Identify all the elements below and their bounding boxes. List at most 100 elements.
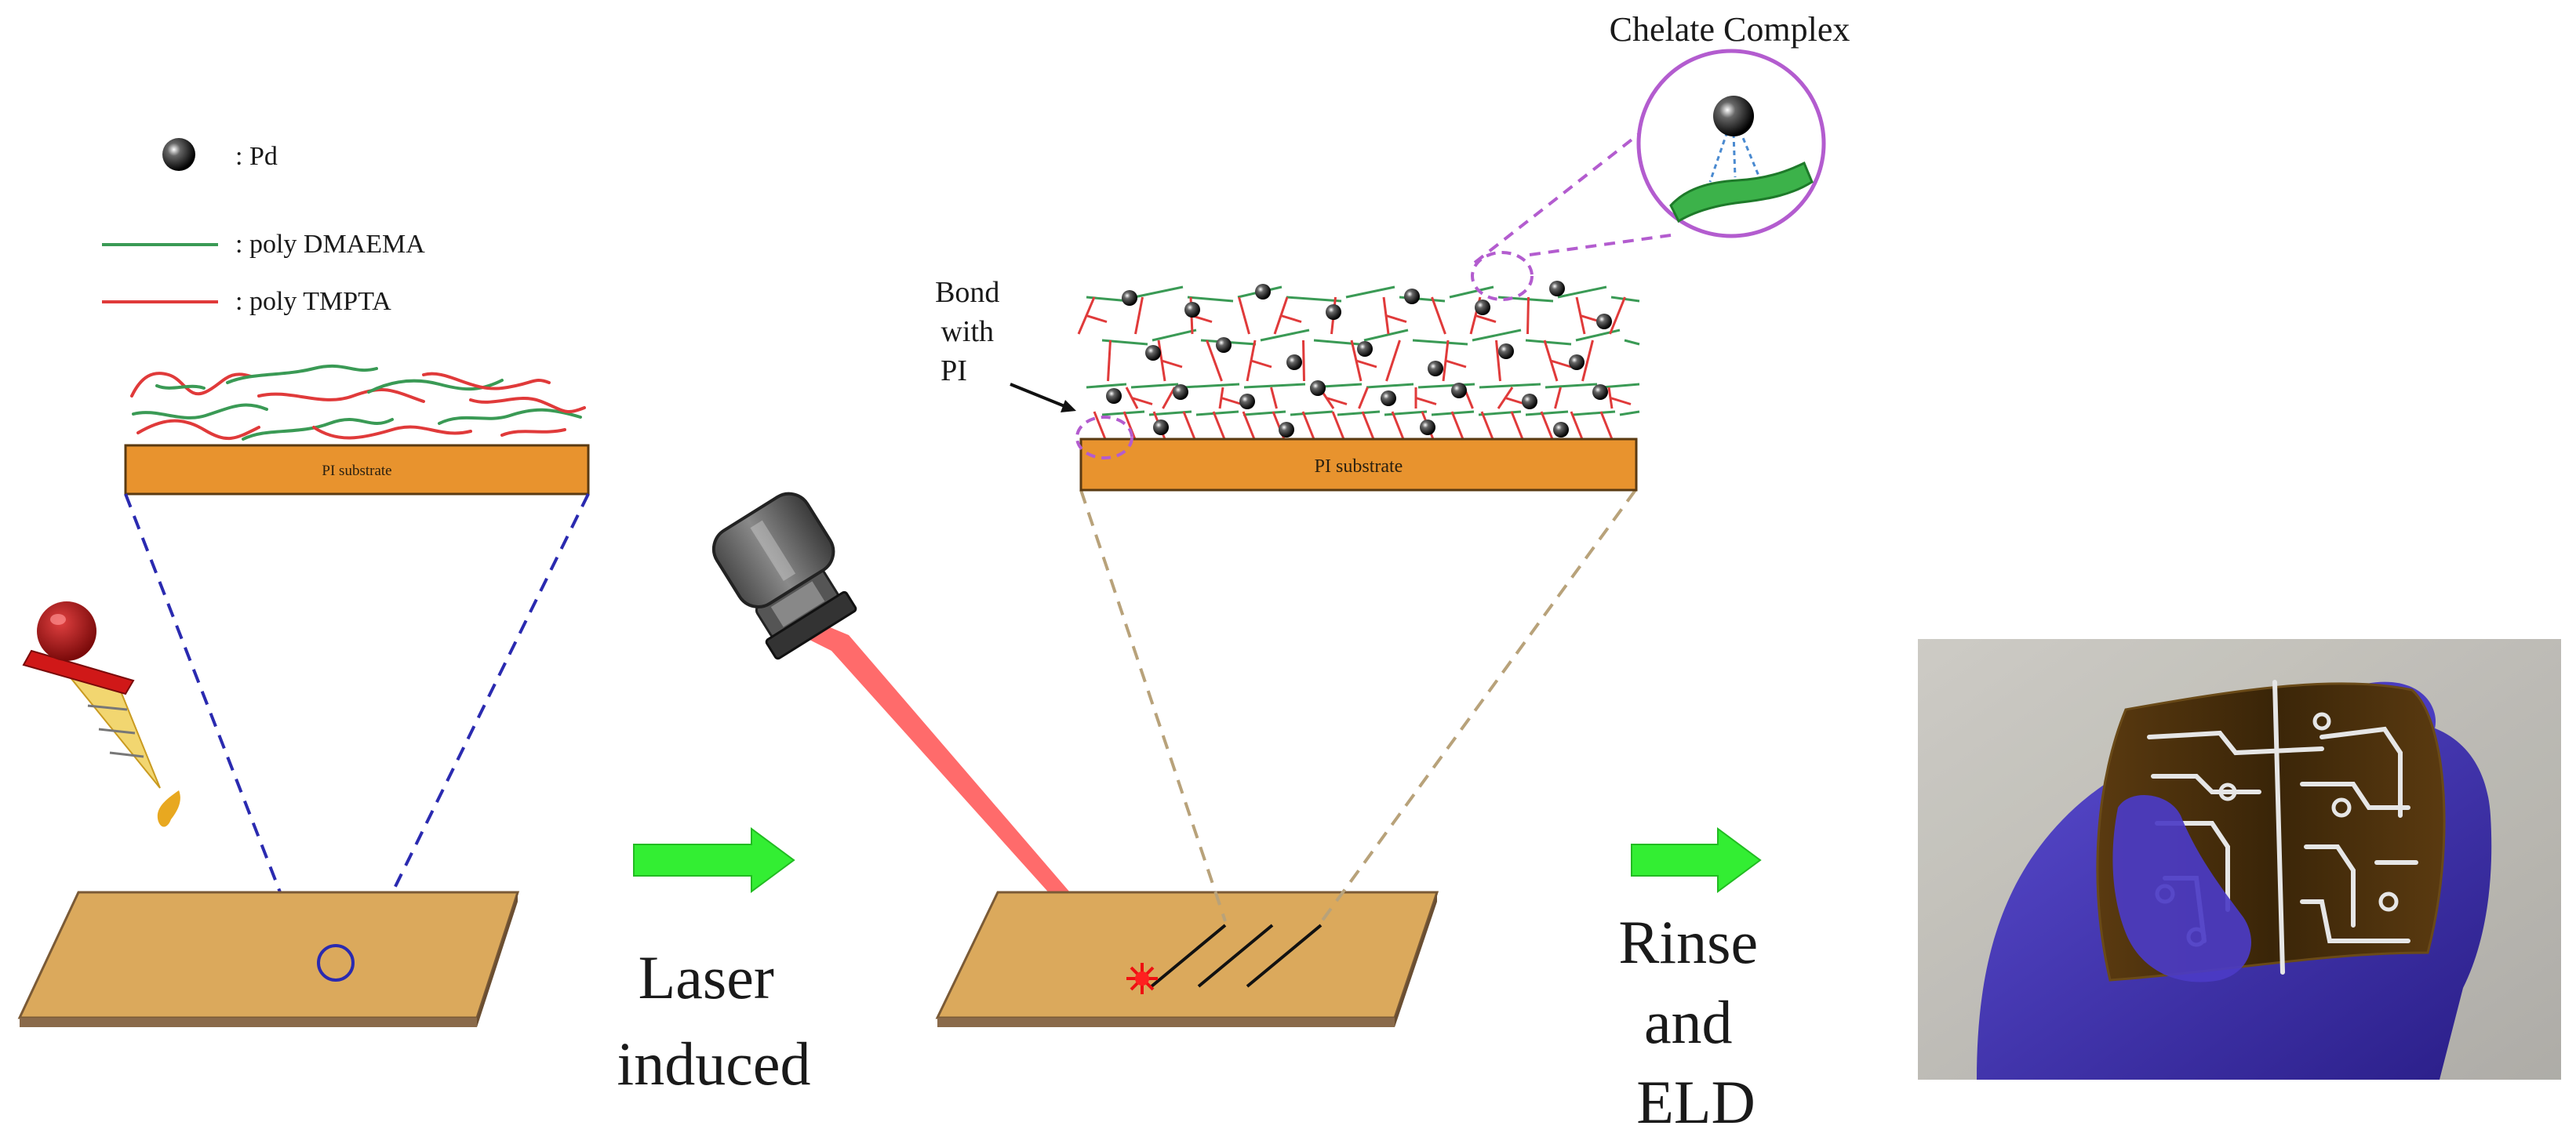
- dmaema-chain: [1101, 339, 1148, 346]
- dmaema-chain: [1624, 339, 1640, 346]
- tmpta-crosslink: [1554, 387, 1562, 409]
- tmpta-anchor: [1331, 411, 1345, 440]
- pd-particle-icon: [1153, 419, 1169, 435]
- center-zoom-panel: PI substrate Bond with PI Chelate Comple…: [935, 10, 1850, 492]
- tmpta-crosslink: [1162, 387, 1176, 409]
- bond-pointer-arrow: [1010, 383, 1069, 409]
- left-zoom-cone: [124, 493, 590, 950]
- bond-line2: with: [941, 315, 994, 348]
- drop-icon: [157, 790, 180, 827]
- dmaema-chain: [1101, 410, 1145, 416]
- tmpta-crosslink: [1385, 314, 1407, 323]
- tmpta-anchor: [1540, 411, 1554, 440]
- pd-particle-icon: [1596, 314, 1612, 329]
- dmaema-chain: [1187, 296, 1234, 303]
- dmaema-chain: [1086, 383, 1127, 389]
- chelate-highlight-ellipse: [1471, 251, 1534, 301]
- step2-line1: Rinse: [1618, 908, 1758, 976]
- tmpta-crosslink: [1445, 359, 1467, 369]
- polymer-network: [1077, 281, 1640, 440]
- left-polymer-chains: [130, 364, 586, 441]
- pd-particle-icon: [1428, 361, 1443, 376]
- dmaema-chain: [1478, 410, 1522, 416]
- tmpta-crosslink: [1358, 387, 1369, 409]
- tmpta-anchor: [1391, 411, 1405, 440]
- pd-particle-icon: [1239, 394, 1255, 409]
- center-zoom-cone: [1079, 488, 1637, 923]
- dmaema-chain: [1572, 410, 1616, 416]
- pd-particle-icon: [1106, 388, 1122, 404]
- right-pi-substrate-label: PI substrate: [1315, 456, 1403, 477]
- tmpta-anchor: [1093, 411, 1107, 440]
- pd-particle-icon: [1310, 380, 1326, 396]
- pd-particle-icon: [1404, 289, 1420, 304]
- dmaema-chain: [1417, 383, 1475, 389]
- pd-particle-icon: [1553, 422, 1569, 438]
- tmpta-crosslink: [1107, 340, 1112, 382]
- tmpta-crosslink: [1221, 397, 1243, 405]
- pd-particle-icon: [1173, 384, 1188, 400]
- bond-line1: Bond: [935, 276, 999, 309]
- tmpta-anchor: [1242, 411, 1256, 440]
- tmpta-anchor: [1450, 411, 1464, 440]
- dmaema-chain: [1366, 383, 1414, 389]
- tmpta-crosslink: [1355, 359, 1377, 369]
- laser-spot-icon: [1126, 963, 1158, 994]
- dmaema-chain: [1479, 383, 1541, 389]
- bond-pointer-head: [1061, 400, 1076, 412]
- dmaema-chain: [1619, 410, 1640, 416]
- tmpta-crosslink: [1270, 387, 1278, 409]
- pd-particle-icon: [1122, 290, 1137, 306]
- pd-particle-icon: [1279, 422, 1294, 438]
- pd-particle-icon: [1592, 384, 1608, 400]
- tmpta-anchor: [1599, 411, 1614, 440]
- legend: : Pd : poly DMAEMA : poly TMPTA: [102, 138, 425, 316]
- bond-highlight-ellipse: [1075, 416, 1133, 459]
- pd-particle-icon: [1498, 343, 1514, 359]
- pd-particle-icon: [1381, 390, 1396, 406]
- chelate-label: Chelate Complex: [1610, 10, 1850, 49]
- dmaema-chain: [1290, 410, 1333, 416]
- step2-line2: and: [1644, 988, 1733, 1056]
- tmpta-crosslink: [1086, 314, 1108, 323]
- step2-label: Rinse and ELD: [1618, 908, 1773, 1129]
- target-spot-circle: [317, 944, 355, 982]
- tmpta-crosslink: [1161, 359, 1183, 369]
- dmaema-chain: [1412, 339, 1468, 346]
- dmaema-chain: [1243, 383, 1306, 389]
- tmpta-crosslink: [1134, 296, 1144, 335]
- dmaema-chain: [1130, 383, 1179, 389]
- dmaema-chain: [1345, 285, 1395, 299]
- right-pi-substrate: [1079, 438, 1638, 492]
- circuit-photo: [1918, 639, 2561, 1080]
- process-arrow-icon: [1631, 827, 1762, 893]
- pd-particle-icon: [162, 138, 195, 171]
- pd-particle-icon: [1286, 354, 1302, 370]
- pd-particle-icon: [1569, 354, 1585, 370]
- tmpta-crosslink: [1431, 296, 1446, 335]
- tmpta-anchor: [1301, 411, 1315, 440]
- tmpta-crosslink: [1206, 340, 1223, 382]
- left-pi-substrate: [124, 444, 590, 496]
- tmpta-anchor: [1122, 411, 1137, 440]
- left-zoom-panel: PI substrate: [124, 364, 590, 496]
- chelate-zoom-lines: [1473, 96, 1686, 264]
- legend-dmaema-label: : poly DMAEMA: [235, 230, 425, 259]
- dmaema-chain: [1545, 383, 1598, 389]
- tmpta-crosslink: [1326, 397, 1348, 405]
- left-board: [17, 891, 520, 1027]
- tmpta-anchor: [1510, 411, 1524, 440]
- dmaema-chain: [1243, 410, 1286, 416]
- dmaema-chain: [1384, 410, 1428, 416]
- tmpta-crosslink: [1495, 340, 1501, 382]
- tmpta-anchor: [1182, 411, 1196, 440]
- pd-particle-icon: [1522, 394, 1537, 409]
- dmaema-chain: [1195, 410, 1239, 416]
- tmpta-anchor: [1361, 411, 1375, 440]
- pd-particle-icon: [1255, 284, 1271, 300]
- step2-line3: ELD: [1636, 1068, 1756, 1129]
- dmaema-chain: [1601, 383, 1640, 389]
- dmaema-chain: [1472, 329, 1522, 342]
